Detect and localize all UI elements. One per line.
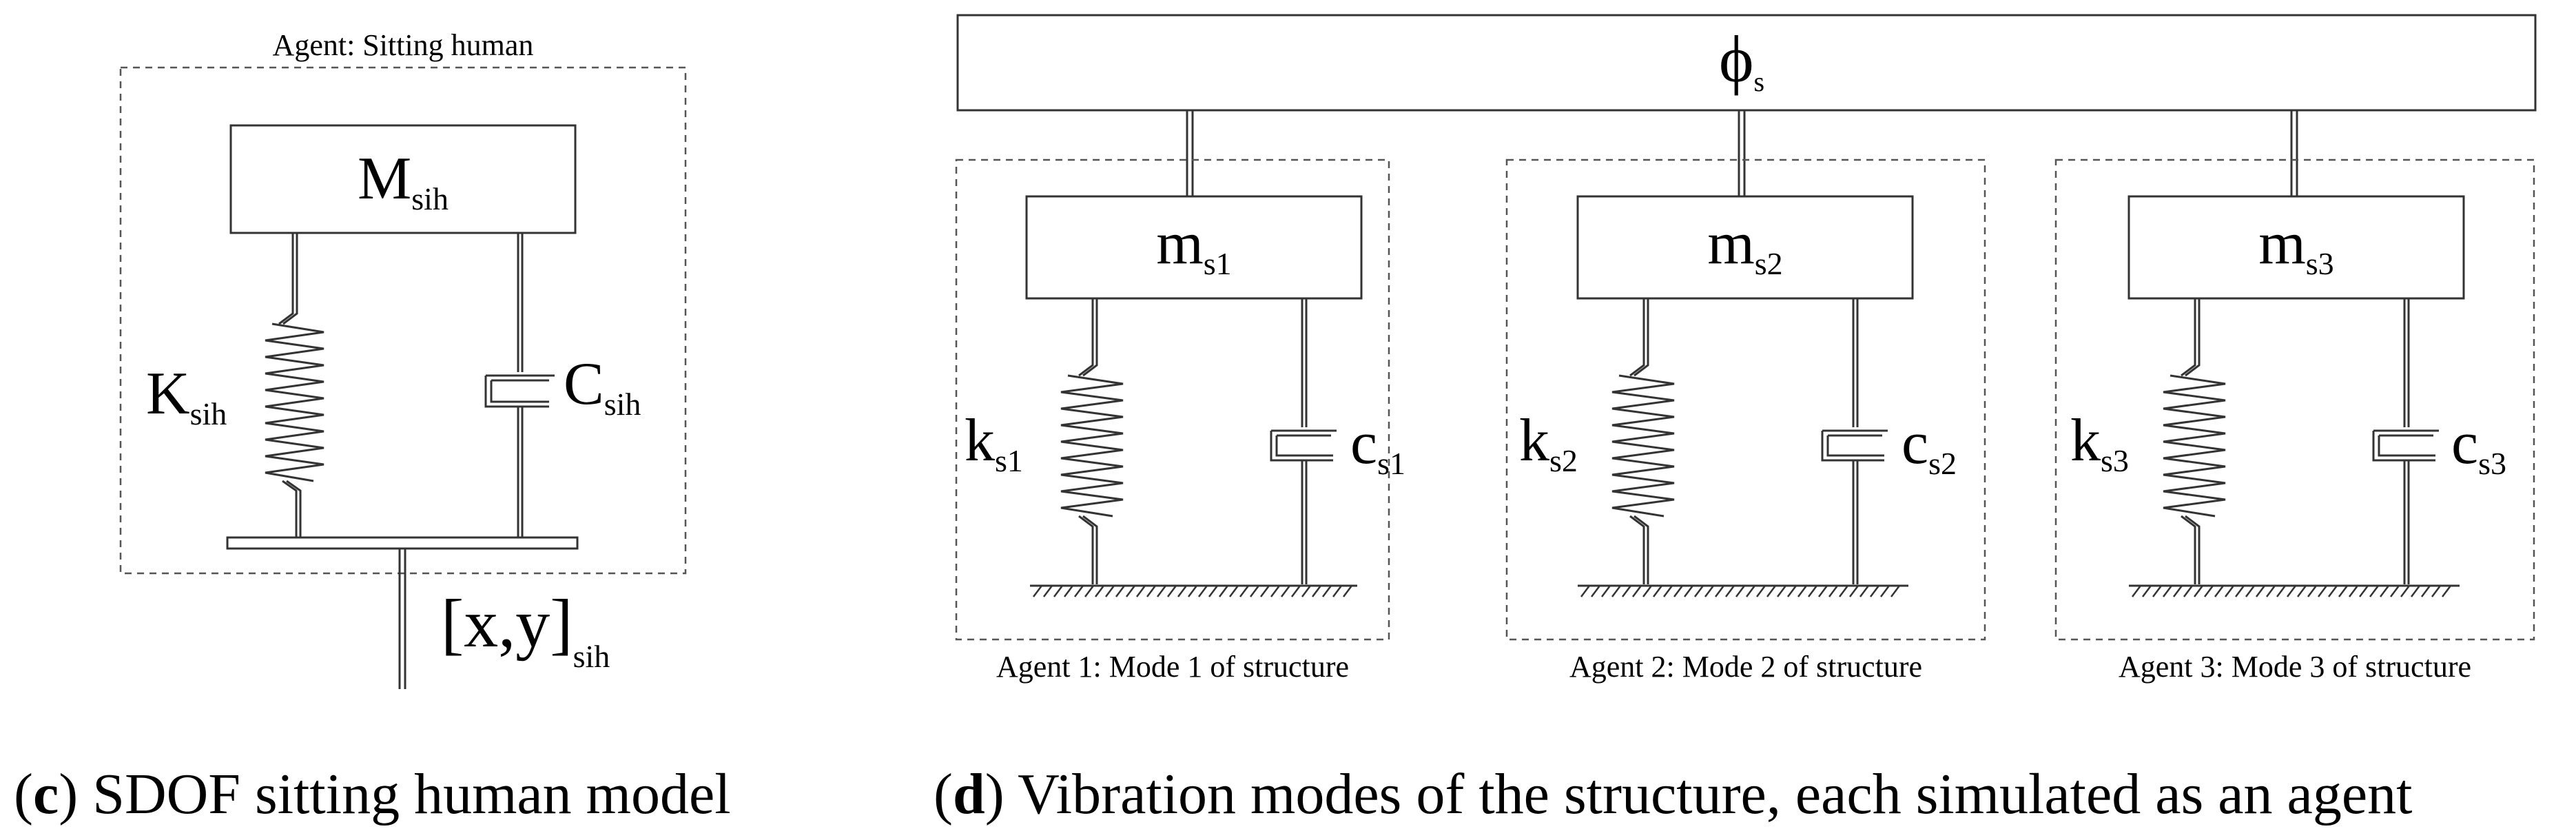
- ground-hatch-mode-3: [2132, 585, 2451, 597]
- connector-mode-1: [1186, 110, 1194, 196]
- output-rod-sih: [398, 549, 406, 689]
- agent-boundary-mode-2: [1505, 158, 1986, 641]
- mass-block-mode-3: [2127, 195, 2465, 300]
- mass-block-mode-1: [1025, 195, 1363, 300]
- ground-hatch-mode-1: [1033, 585, 1352, 597]
- spring-mode-1: [1060, 298, 1124, 584]
- base-plate-sih: [226, 536, 579, 550]
- agent-boundary-mode-1: [955, 158, 1390, 641]
- caption-c: (c) SDOF sitting human model: [14, 762, 731, 826]
- agent-label-mode-1: Agent 1: Mode 1 of structure: [996, 650, 1349, 684]
- connector-mode-3: [2290, 110, 2298, 196]
- agent-boundary-sitting-human: [119, 66, 687, 575]
- damper-mode-2: [1821, 298, 1888, 584]
- agent-label-mode-3: Agent 3: Mode 3 of structure: [2119, 650, 2471, 684]
- ground-hatch-mode-2: [1580, 585, 1900, 597]
- mass-block-sih: [229, 124, 577, 234]
- mass-label-mode-2: ms2: [1707, 210, 1782, 281]
- spring-mode-2: [1611, 298, 1675, 584]
- mass-label-mode-3: ms3: [2258, 210, 2333, 281]
- spring-label-mode-3: ks3: [2070, 407, 2129, 478]
- caption-d: (d) Vibration modes of the structure, ea…: [934, 762, 2412, 826]
- spring-sih: [265, 233, 324, 537]
- mass-label-sih: Msih: [358, 145, 449, 216]
- agent-mode-3: ms3 ks3 cs3 Agent 3: Mode 3 of structure: [2054, 110, 2535, 684]
- output-label-sih: [x,y]sih: [441, 585, 610, 674]
- spring-label-sih: Ksih: [146, 360, 227, 431]
- damper-label-mode-3: cs3: [2451, 410, 2506, 481]
- damper-sih: [484, 233, 555, 537]
- agent-title-sitting-human: Agent: Sitting human: [273, 28, 534, 62]
- panel-d-structure-modes: ϕs ms1 ks1 cs1 Agent: [934, 14, 2537, 826]
- agent-mode-2: ms2 ks2 cs2 Agent 2: Mode 2 of structure: [1505, 110, 1986, 684]
- damper-label-mode-1: cs1: [1350, 410, 1405, 481]
- mass-block-mode-2: [1576, 195, 1914, 300]
- agent-label-mode-2: Agent 2: Mode 2 of structure: [1569, 650, 1922, 684]
- mass-label-mode-1: ms1: [1156, 210, 1231, 281]
- spring-label-mode-1: ks1: [965, 407, 1023, 478]
- panel-c-sitting-human: Agent: Sitting human Msih Ksih Csih [x,y…: [14, 28, 731, 826]
- damper-label-mode-2: cs2: [1902, 410, 1957, 481]
- damper-label-sih: Csih: [564, 351, 641, 422]
- modal-shape-label: ϕs: [1719, 22, 1764, 97]
- modal-shape-block: [956, 14, 2537, 112]
- spring-label-mode-2: ks2: [1519, 407, 1578, 478]
- agent-boundary-mode-3: [2054, 158, 2535, 641]
- spring-mode-3: [2163, 298, 2226, 584]
- damper-mode-3: [2372, 298, 2439, 584]
- damper-mode-1: [1270, 298, 1337, 584]
- connector-mode-2: [1738, 110, 1746, 196]
- agent-mode-1: ms1 ks1 cs1 Agent 1: Mode 1 of structure: [955, 110, 1405, 684]
